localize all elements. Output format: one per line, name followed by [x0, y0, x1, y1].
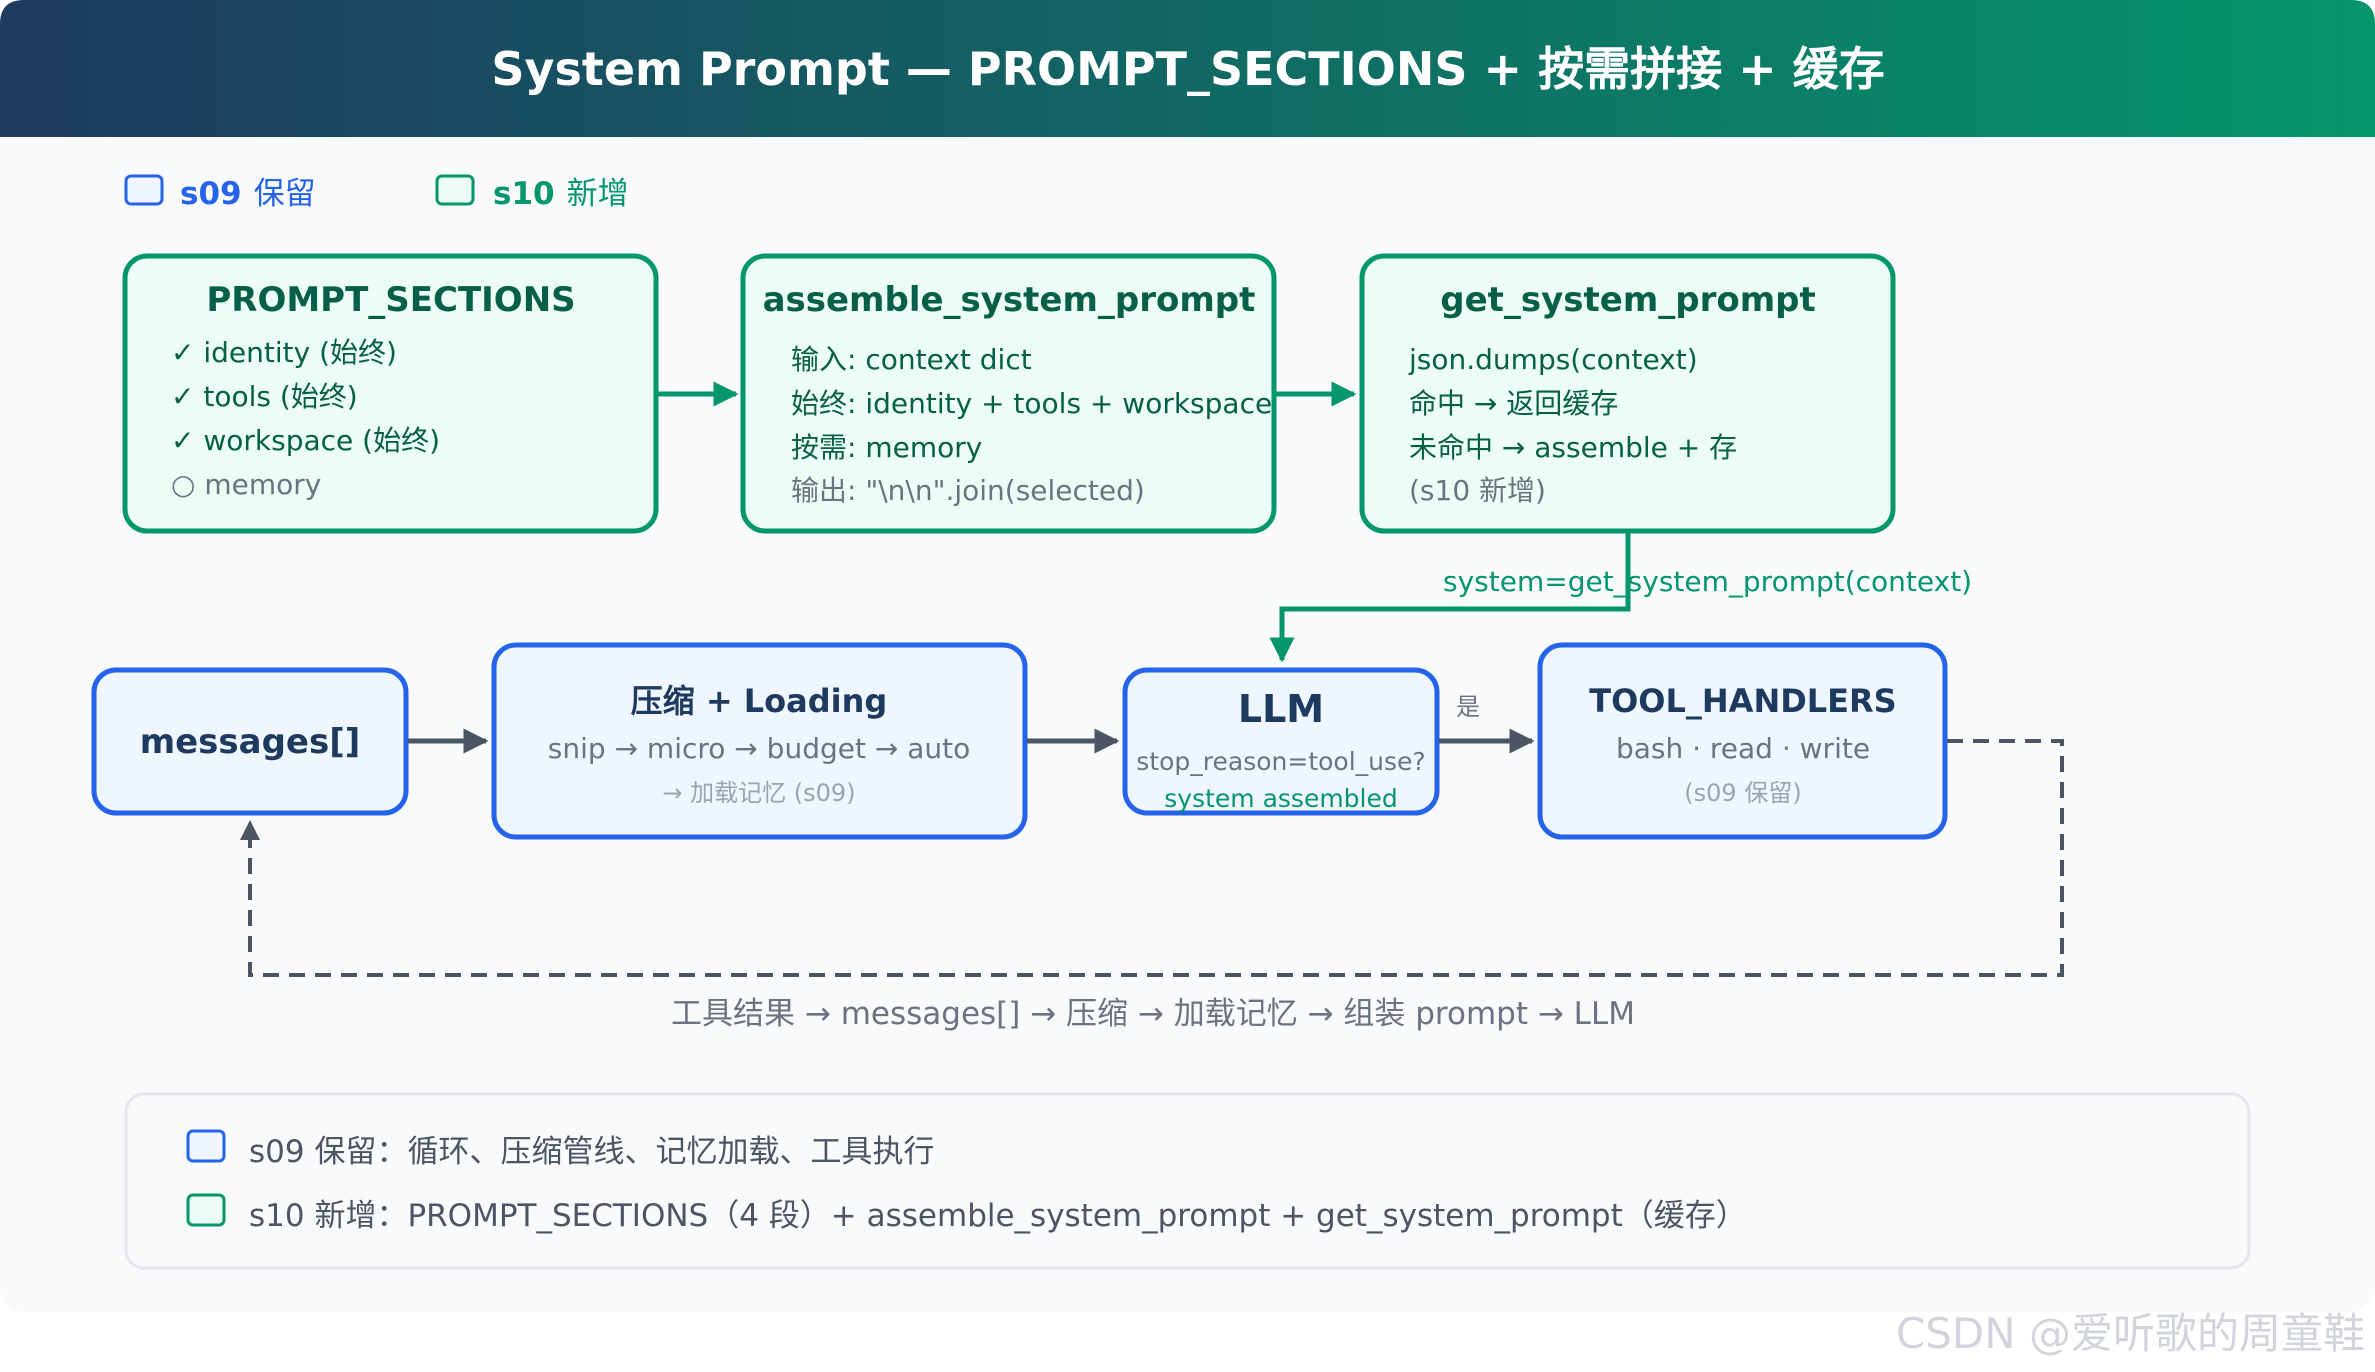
node-llm-stop-reason: stop_reason=tool_use? [1136, 747, 1425, 776]
footer-item-s10: s10 新增：PROMPT_SECTIONS（4 段）+ assemble_sy… [249, 1198, 1747, 1234]
footer-legend: s09 保留：循环、压缩管线、记忆加载、工具执行 s10 新增：PROMPT_S… [124, 1092, 2251, 1270]
node-assemble-box [740, 253, 1277, 534]
section-identity: ✓ identity (始终) [171, 336, 397, 369]
footer-swatch-s09 [186, 1129, 226, 1163]
assemble-always: 始终: identity + tools + workspace [791, 387, 1272, 420]
node-compress-title: 压缩 + Loading [631, 682, 888, 720]
node-tool-handlers-tools: bash · read · write [1616, 732, 1870, 765]
arrow-get-to-llm [1269, 533, 1631, 663]
header-bar [0, 0, 2375, 137]
footer-legend-box [124, 1092, 2251, 1270]
get-prompt-dumps: json.dumps(context) [1408, 343, 1698, 376]
node-assemble-title: assemble_system_prompt [763, 280, 1256, 320]
node-assemble: assemble_system_prompt 输入: context dict … [740, 253, 1277, 534]
node-tool-handlers: TOOL_HANDLERS bash · read · write (s09 保… [1537, 642, 1948, 840]
node-tool-handlers-box [1537, 642, 1948, 840]
edge-label-system-call: system=get_system_prompt(context) [1443, 565, 1972, 598]
node-compress-memory: → 加载记忆 (s09) [662, 779, 855, 807]
arrow-loop-back [240, 739, 2064, 977]
section-workspace: ✓ workspace (始终) [171, 424, 440, 457]
node-prompt-sections-title: PROMPT_SECTIONS [206, 280, 575, 320]
node-messages-title: messages[] [140, 722, 361, 762]
section-tools: ✓ tools (始终) [171, 380, 358, 413]
header-title: System Prompt — PROMPT_SECTIONS + 按需拼接 +… [491, 42, 1884, 96]
assemble-input: 输入: context dict [791, 343, 1032, 376]
node-messages: messages[] [91, 667, 409, 816]
node-prompt-sections: PROMPT_SECTIONS ✓ identity (始终) ✓ tools … [122, 253, 659, 534]
node-get-system-prompt-title: get_system_prompt [1440, 280, 1816, 320]
node-compress: 压缩 + Loading snip → micro → budget → aut… [491, 642, 1028, 840]
watermark: CSDN @爱听歌的周童鞋 [1896, 1309, 2365, 1358]
node-messages-box [91, 667, 409, 816]
footer-item-s09: s09 保留：循环、压缩管线、记忆加载、工具执行 [249, 1134, 934, 1170]
footer-swatch-s10 [186, 1193, 226, 1227]
edge-label-yes: 是 [1456, 693, 1480, 721]
node-prompt-sections-box [122, 253, 659, 534]
node-tool-handlers-title: TOOL_HANDLERS [1589, 682, 1896, 720]
get-prompt-hit: 命中 → 返回缓存 [1409, 387, 1618, 420]
node-get-system-prompt-box [1359, 253, 1896, 534]
node-llm-system-assembled: system assembled [1164, 784, 1398, 813]
assemble-output: 输出: "\n\n".join(selected) [791, 474, 1145, 507]
section-memory: ○ memory [171, 468, 321, 501]
node-compress-box [491, 642, 1028, 840]
node-tool-handlers-note: (s09 保留) [1684, 779, 1801, 807]
node-compress-pipeline: snip → micro → budget → auto [548, 732, 970, 765]
get-prompt-miss: 未命中 → assemble + 存 [1409, 431, 1737, 464]
edge-label-loop: 工具结果 → messages[] → 压缩 → 加载记忆 → 组装 promp… [671, 996, 1635, 1032]
legend-swatch-s10 [435, 174, 475, 206]
node-get-system-prompt: get_system_prompt json.dumps(context) 命中… [1359, 253, 1896, 534]
header: System Prompt — PROMPT_SECTIONS + 按需拼接 +… [0, 0, 2375, 137]
node-llm: LLM stop_reason=tool_use? system assembl… [1122, 667, 1440, 816]
assemble-on-demand: 按需: memory [791, 431, 982, 464]
node-llm-box [1122, 667, 1440, 816]
get-prompt-note: (s10 新增) [1409, 474, 1546, 507]
legend-swatch-s09 [124, 174, 164, 206]
node-llm-title: LLM [1238, 687, 1324, 731]
